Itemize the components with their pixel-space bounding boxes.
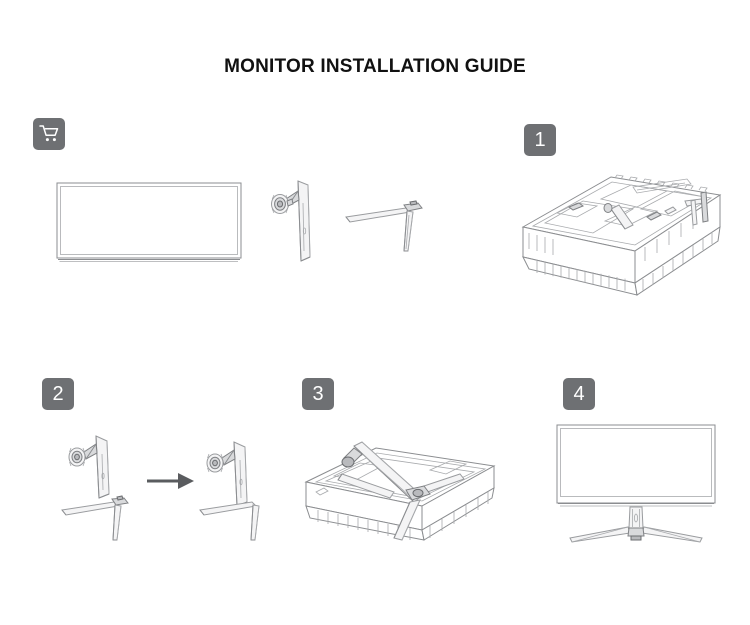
illustration-step2-before	[61, 432, 144, 544]
step2-arrow-right	[146, 470, 196, 492]
badge-step-1: 1	[524, 124, 556, 156]
shopping-cart-icon	[38, 125, 58, 142]
illustration-foam-tray-packed	[515, 165, 727, 305]
badge-step-2: 2	[42, 378, 74, 410]
badge-contents-cart	[33, 118, 65, 150]
badge-step-4: 4	[563, 378, 595, 410]
illustration-step3-mount-in-tray	[298, 430, 510, 542]
illustration-stand-base	[344, 199, 430, 257]
illustration-monitor-panel	[56, 182, 242, 264]
page-title: MONITOR INSTALLATION GUIDE	[224, 56, 526, 77]
illustration-step2-after	[199, 432, 282, 544]
illustration-assembled-monitor	[556, 424, 720, 543]
illustration-stand-neck	[268, 173, 324, 269]
badge-step-3: 3	[302, 378, 334, 410]
